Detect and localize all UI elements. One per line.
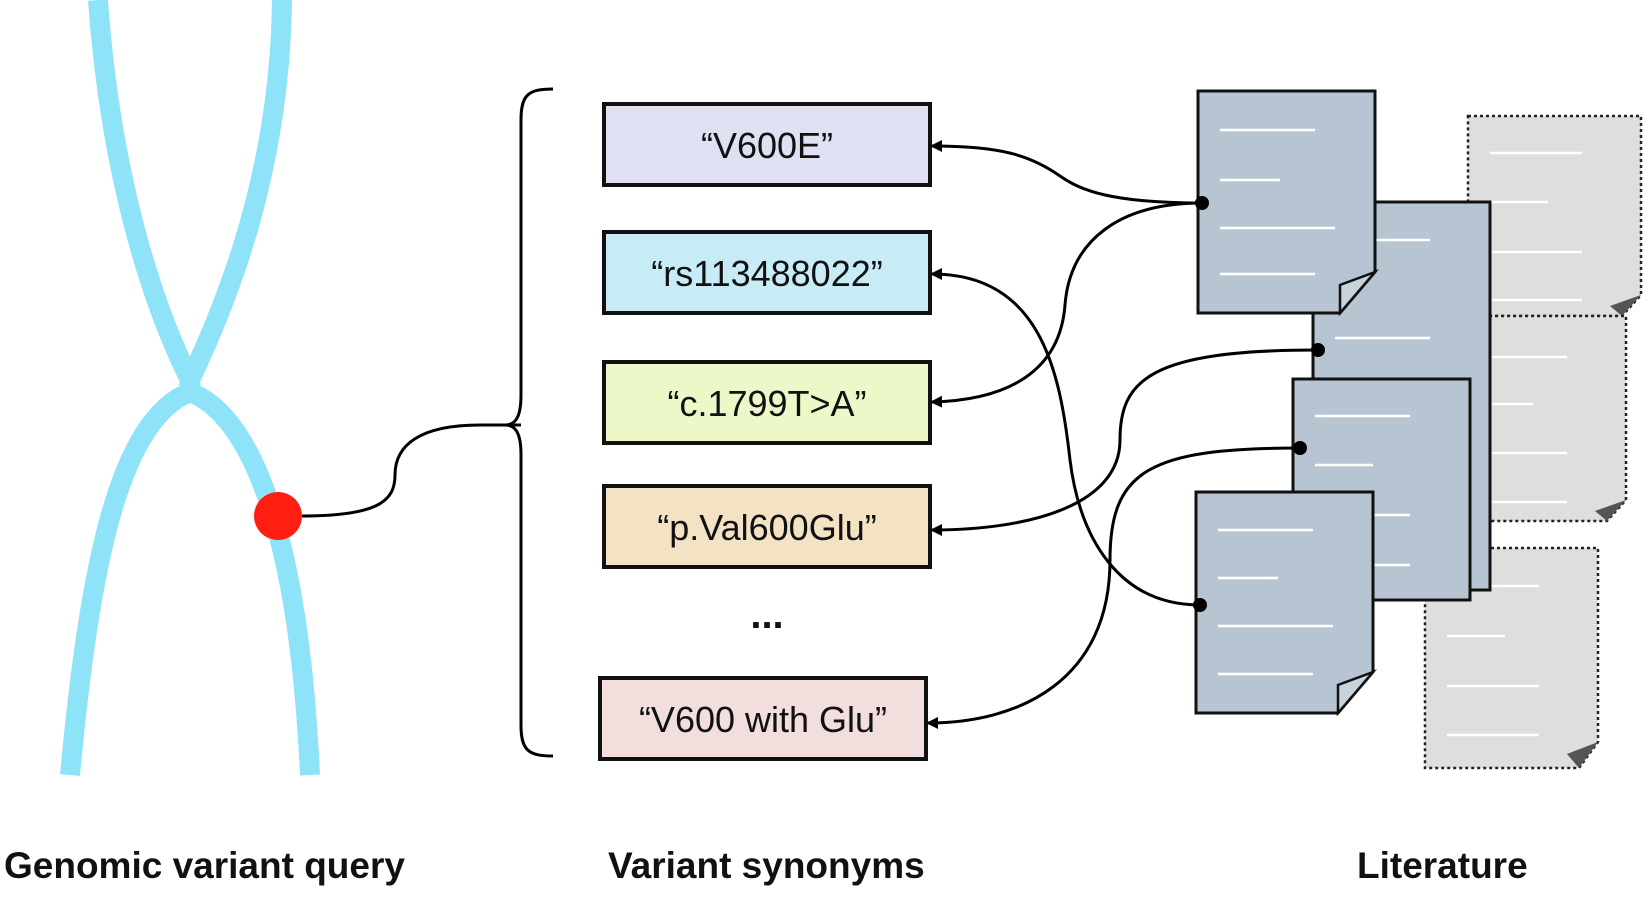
synonym-ellipsis: ...: [750, 593, 783, 637]
variant-marker: [254, 492, 302, 540]
synonym-label: “p.Val600Glu”: [657, 507, 876, 548]
link-dot: [1293, 441, 1307, 455]
literature-documents-other: [1423, 114, 1643, 770]
caption-literature: Literature: [1357, 845, 1528, 886]
document-icon: [1466, 114, 1643, 318]
caption-genomic-variant-query: Genomic variant query: [4, 845, 405, 886]
synonym-label: “rs113488022”: [651, 253, 883, 294]
synonym-label: “c.1799T>A”: [667, 383, 866, 424]
link-dot: [1311, 343, 1325, 357]
link-arrow: [930, 268, 1201, 607]
link-arrow: [930, 201, 1203, 408]
synonym-box-1: “rs113488022”: [602, 230, 932, 315]
link-dots: [1193, 196, 1325, 612]
document-icon: [1423, 546, 1600, 770]
link-arrow: [930, 348, 1319, 536]
synonym-brace: [504, 87, 554, 758]
synonym-label: “V600 with Glu”: [639, 699, 887, 740]
synonym-box-4: “V600 with Glu”: [598, 676, 928, 761]
literature-documents-found: [1194, 89, 1492, 717]
link-arrow: [930, 140, 1203, 205]
document-icon: [1194, 490, 1378, 717]
link-arrow: [926, 446, 1301, 729]
synonym-box-0: “V600E”: [602, 102, 932, 187]
synonym-label: “V600E”: [701, 125, 833, 166]
link-dot: [1195, 196, 1209, 210]
chromosome-icon: [60, 0, 320, 776]
synonym-box-2: “c.1799T>A”: [602, 360, 932, 445]
caption-variant-synonyms: Variant synonyms: [608, 845, 925, 886]
synonym-box-3: “p.Val600Glu”: [602, 484, 932, 569]
document-icon: [1196, 89, 1380, 317]
document-synonym-links: [926, 140, 1319, 729]
link-dot: [1193, 598, 1207, 612]
query-connector: [301, 423, 521, 518]
